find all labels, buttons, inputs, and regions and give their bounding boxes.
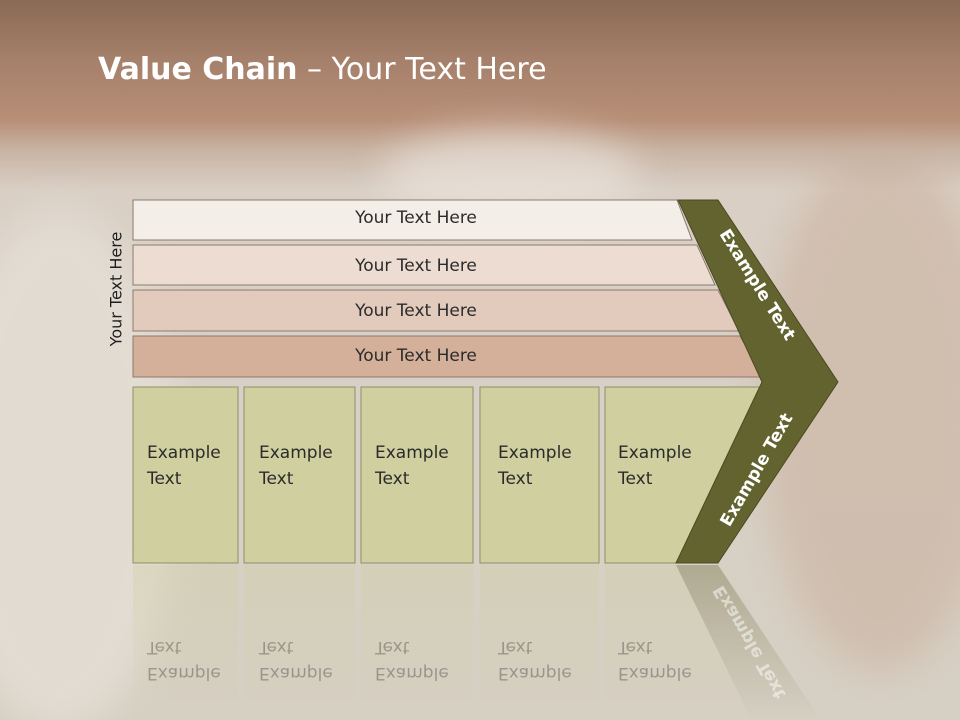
column-4-reflection: [480, 565, 599, 720]
column-1-reflection: [133, 565, 238, 720]
column-5-label-line1: Example: [618, 443, 692, 463]
bar-2-label: Your Text Here: [355, 256, 477, 276]
column-1: [132, 386, 239, 564]
column-5-reflection: [605, 565, 753, 720]
column-5-reflection-line1: Example: [618, 663, 692, 683]
column-4-label-line2: Text: [498, 469, 533, 489]
column-2-reflection-line1: Example: [259, 663, 333, 683]
column-3-reflection: [361, 565, 473, 720]
column-3-label-line2: Text: [375, 469, 410, 489]
column-4-label-line1: Example: [498, 443, 572, 463]
column-1-label-reflection: Example Text: [147, 634, 221, 686]
column-4: [479, 386, 600, 564]
column-1-label-line1: Example: [147, 443, 221, 463]
column-1-label-line2: Text: [147, 469, 182, 489]
column-4-reflection-line1: Example: [498, 663, 572, 683]
column-3-label-reflection: Example Text: [375, 634, 449, 686]
column-2-label-line2: Text: [259, 469, 294, 489]
column-5-label-reflection: Example Text: [618, 634, 692, 686]
column-2-reflection-line2: Text: [259, 637, 294, 657]
column-4-reflection-line2: Text: [498, 637, 533, 657]
column-3-reflection-line1: Example: [375, 663, 449, 683]
title-bold: Value Chain: [98, 52, 298, 87]
column-2-reflection: [244, 565, 355, 720]
title-rest: – Your Text Here: [297, 52, 547, 87]
column-1-reflection-line1: Example: [147, 663, 221, 683]
column-1-reflection-line2: Text: [147, 637, 182, 657]
page-title: Value Chain – Your Text Here: [98, 52, 547, 87]
column-2-label-line1: Example: [259, 443, 333, 463]
chevron-reflection: [676, 565, 821, 720]
column-5-reflection-line2: Text: [618, 637, 653, 657]
column-5-label-line2: Text: [618, 469, 653, 489]
column-3-label-line1: Example: [375, 443, 449, 463]
bar-3-label: Your Text Here: [355, 301, 477, 321]
column-2: [243, 386, 356, 564]
bar-4-label: Your Text Here: [355, 346, 477, 366]
chevron: [675, 199, 839, 564]
column-4-label-reflection: Example Text: [498, 634, 572, 686]
bar-1: [132, 199, 693, 241]
bar-2: [132, 244, 716, 286]
column-2-label-reflection: Example Text: [259, 634, 333, 686]
column-3: [360, 386, 474, 564]
column-3-reflection-line2: Text: [375, 637, 410, 657]
bar-1-label: Your Text Here: [355, 208, 477, 228]
diagram-reflection: [133, 565, 821, 720]
